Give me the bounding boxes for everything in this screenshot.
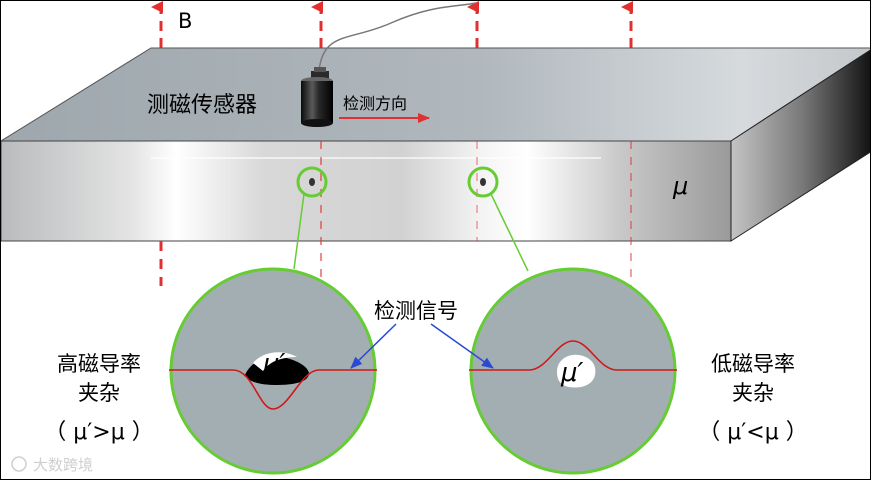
left-caption-line1: 高磁导率 [57,352,141,376]
plate-mu-label: μ [672,172,688,200]
left-caption-line2: 夹杂 [78,381,120,405]
right-caption-line3: （ μ′<μ ） [698,420,807,445]
zoom-circle-high-permeability [169,267,377,475]
inclusion-label-left: μ′ [262,349,286,379]
plate-top-face [1,47,870,142]
plate-front-face [1,140,732,242]
signal-curve-right [469,340,677,371]
signal-curve-left [169,369,377,410]
inclusion-marker-right [467,166,499,198]
sensor-label: 测磁传感器 [147,93,257,118]
watermark-logo-icon [11,456,27,472]
field-label: B [178,9,192,33]
steel-plate [1,47,870,242]
right-caption-line1: 低磁导率 [711,352,795,376]
signal-pointer-left [350,323,397,369]
inclusion-marker-left [296,166,328,198]
zoom-circle-low-permeability [469,267,677,475]
connector-line-left [293,193,305,270]
magnetic-sensor [301,67,333,127]
watermark: 大数跨境 [11,456,93,474]
field-lines-lower [159,141,632,286]
signal-label: 检测信号 [374,299,458,323]
sensor-cable [318,2,477,72]
left-caption-line3: （ μ′>μ ） [44,420,153,445]
watermark-text: 大数跨境 [33,456,93,474]
right-caption-line2: 夹杂 [732,381,774,405]
field-lines-upper [151,1,633,48]
plate-side-face [730,49,870,242]
inclusion-label-right: μ′ [560,358,584,388]
low-permeability-inclusion [557,354,596,388]
signal-pointer-right [430,323,494,369]
connector-line-right [490,193,529,272]
direction-label: 检测方向 [343,94,407,113]
